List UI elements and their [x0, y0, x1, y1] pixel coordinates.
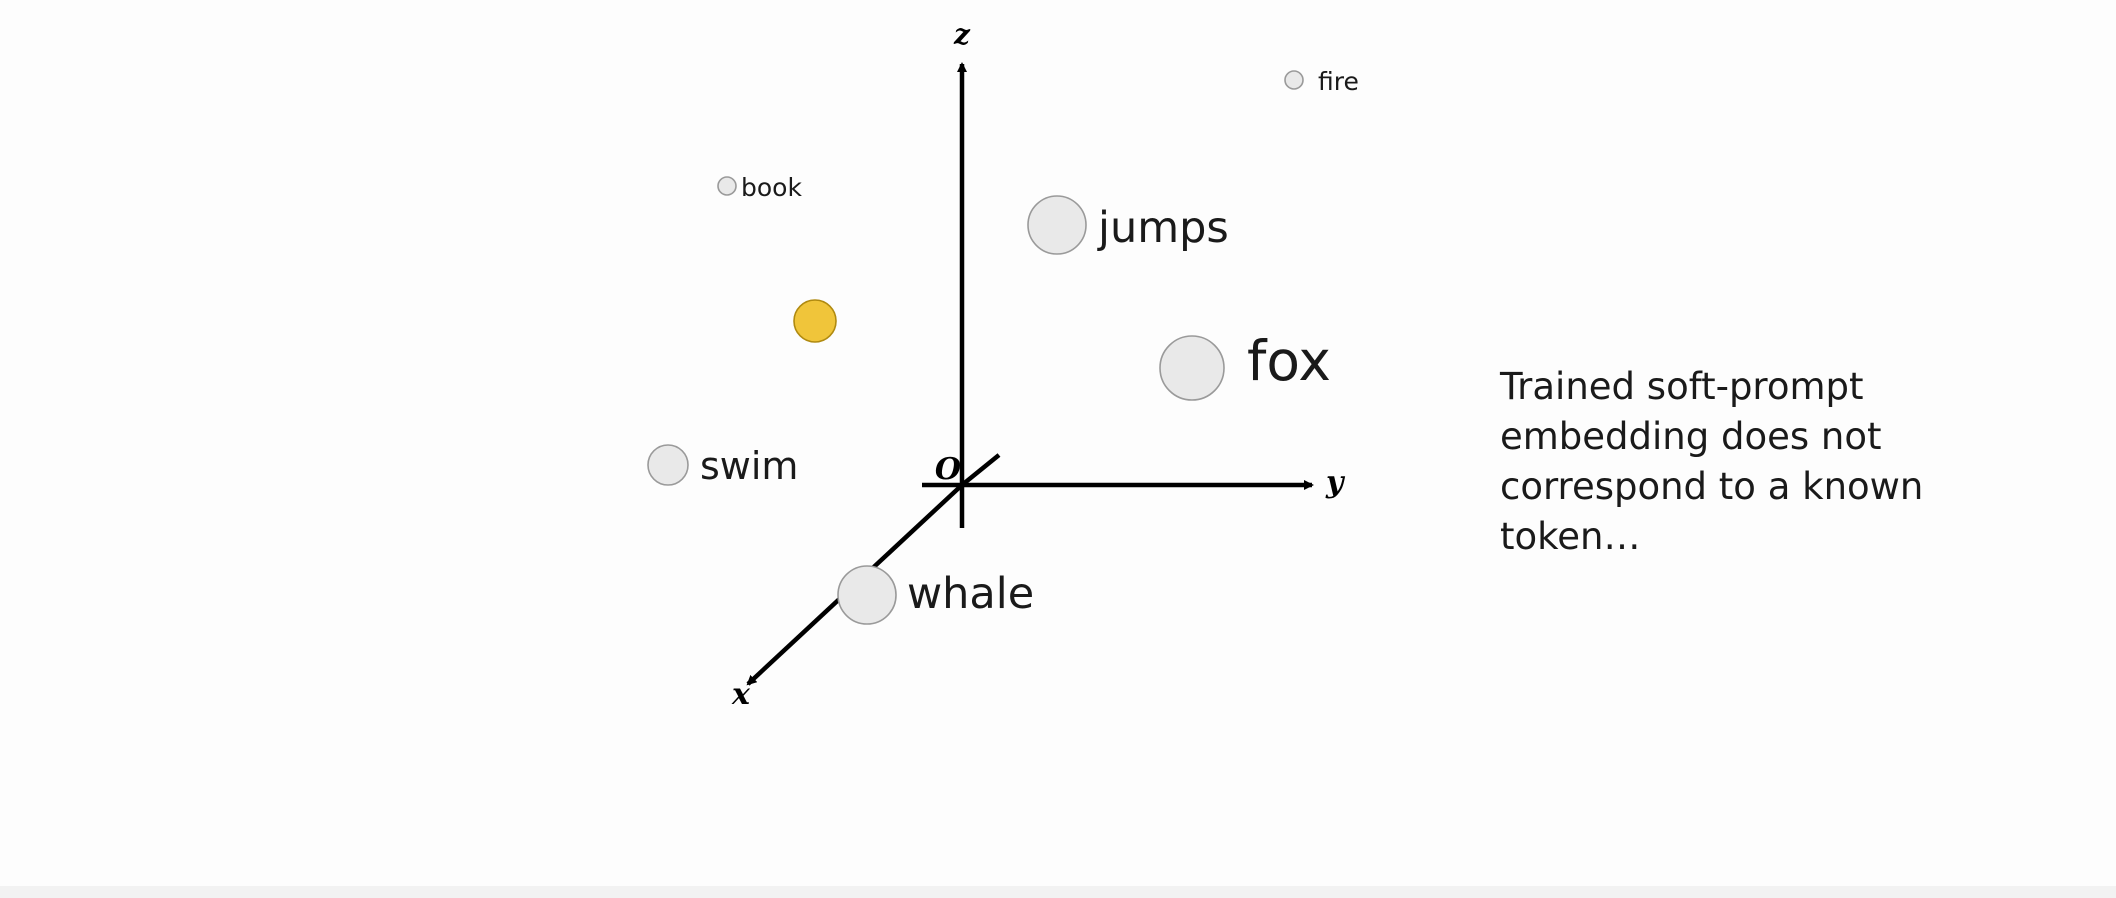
y-axis-label: y [1325, 465, 1346, 500]
bottom-band [0, 886, 2116, 898]
token-point [837, 565, 897, 625]
token-book: book [717, 173, 802, 202]
token-point [1159, 335, 1225, 401]
token-point [1027, 195, 1087, 255]
z-axis-label: z [953, 18, 971, 51]
origin-label: O [935, 452, 961, 487]
token-point [647, 444, 689, 486]
token-label: book [741, 173, 802, 202]
token-swim: swim [647, 444, 798, 488]
token-label: jumps [1097, 203, 1229, 253]
token-label: fire [1318, 67, 1359, 96]
x-axis-label: x [731, 677, 751, 712]
soft-prompt-embedding [793, 299, 837, 343]
token-jumps: jumps [1027, 195, 1229, 255]
soft-prompt-point [793, 299, 837, 343]
x-axis-back [960, 453, 1001, 487]
caption-text: Trained soft-prompt embedding does not c… [1500, 365, 1924, 558]
token-point [717, 176, 737, 196]
token-whale: whale [837, 565, 1034, 625]
token-point [1284, 70, 1304, 90]
token-label: whale [907, 569, 1034, 619]
token-fox: fox [1159, 329, 1331, 401]
token-fire: fire [1284, 67, 1359, 96]
token-label: fox [1247, 329, 1331, 393]
token-label: swim [700, 444, 798, 488]
